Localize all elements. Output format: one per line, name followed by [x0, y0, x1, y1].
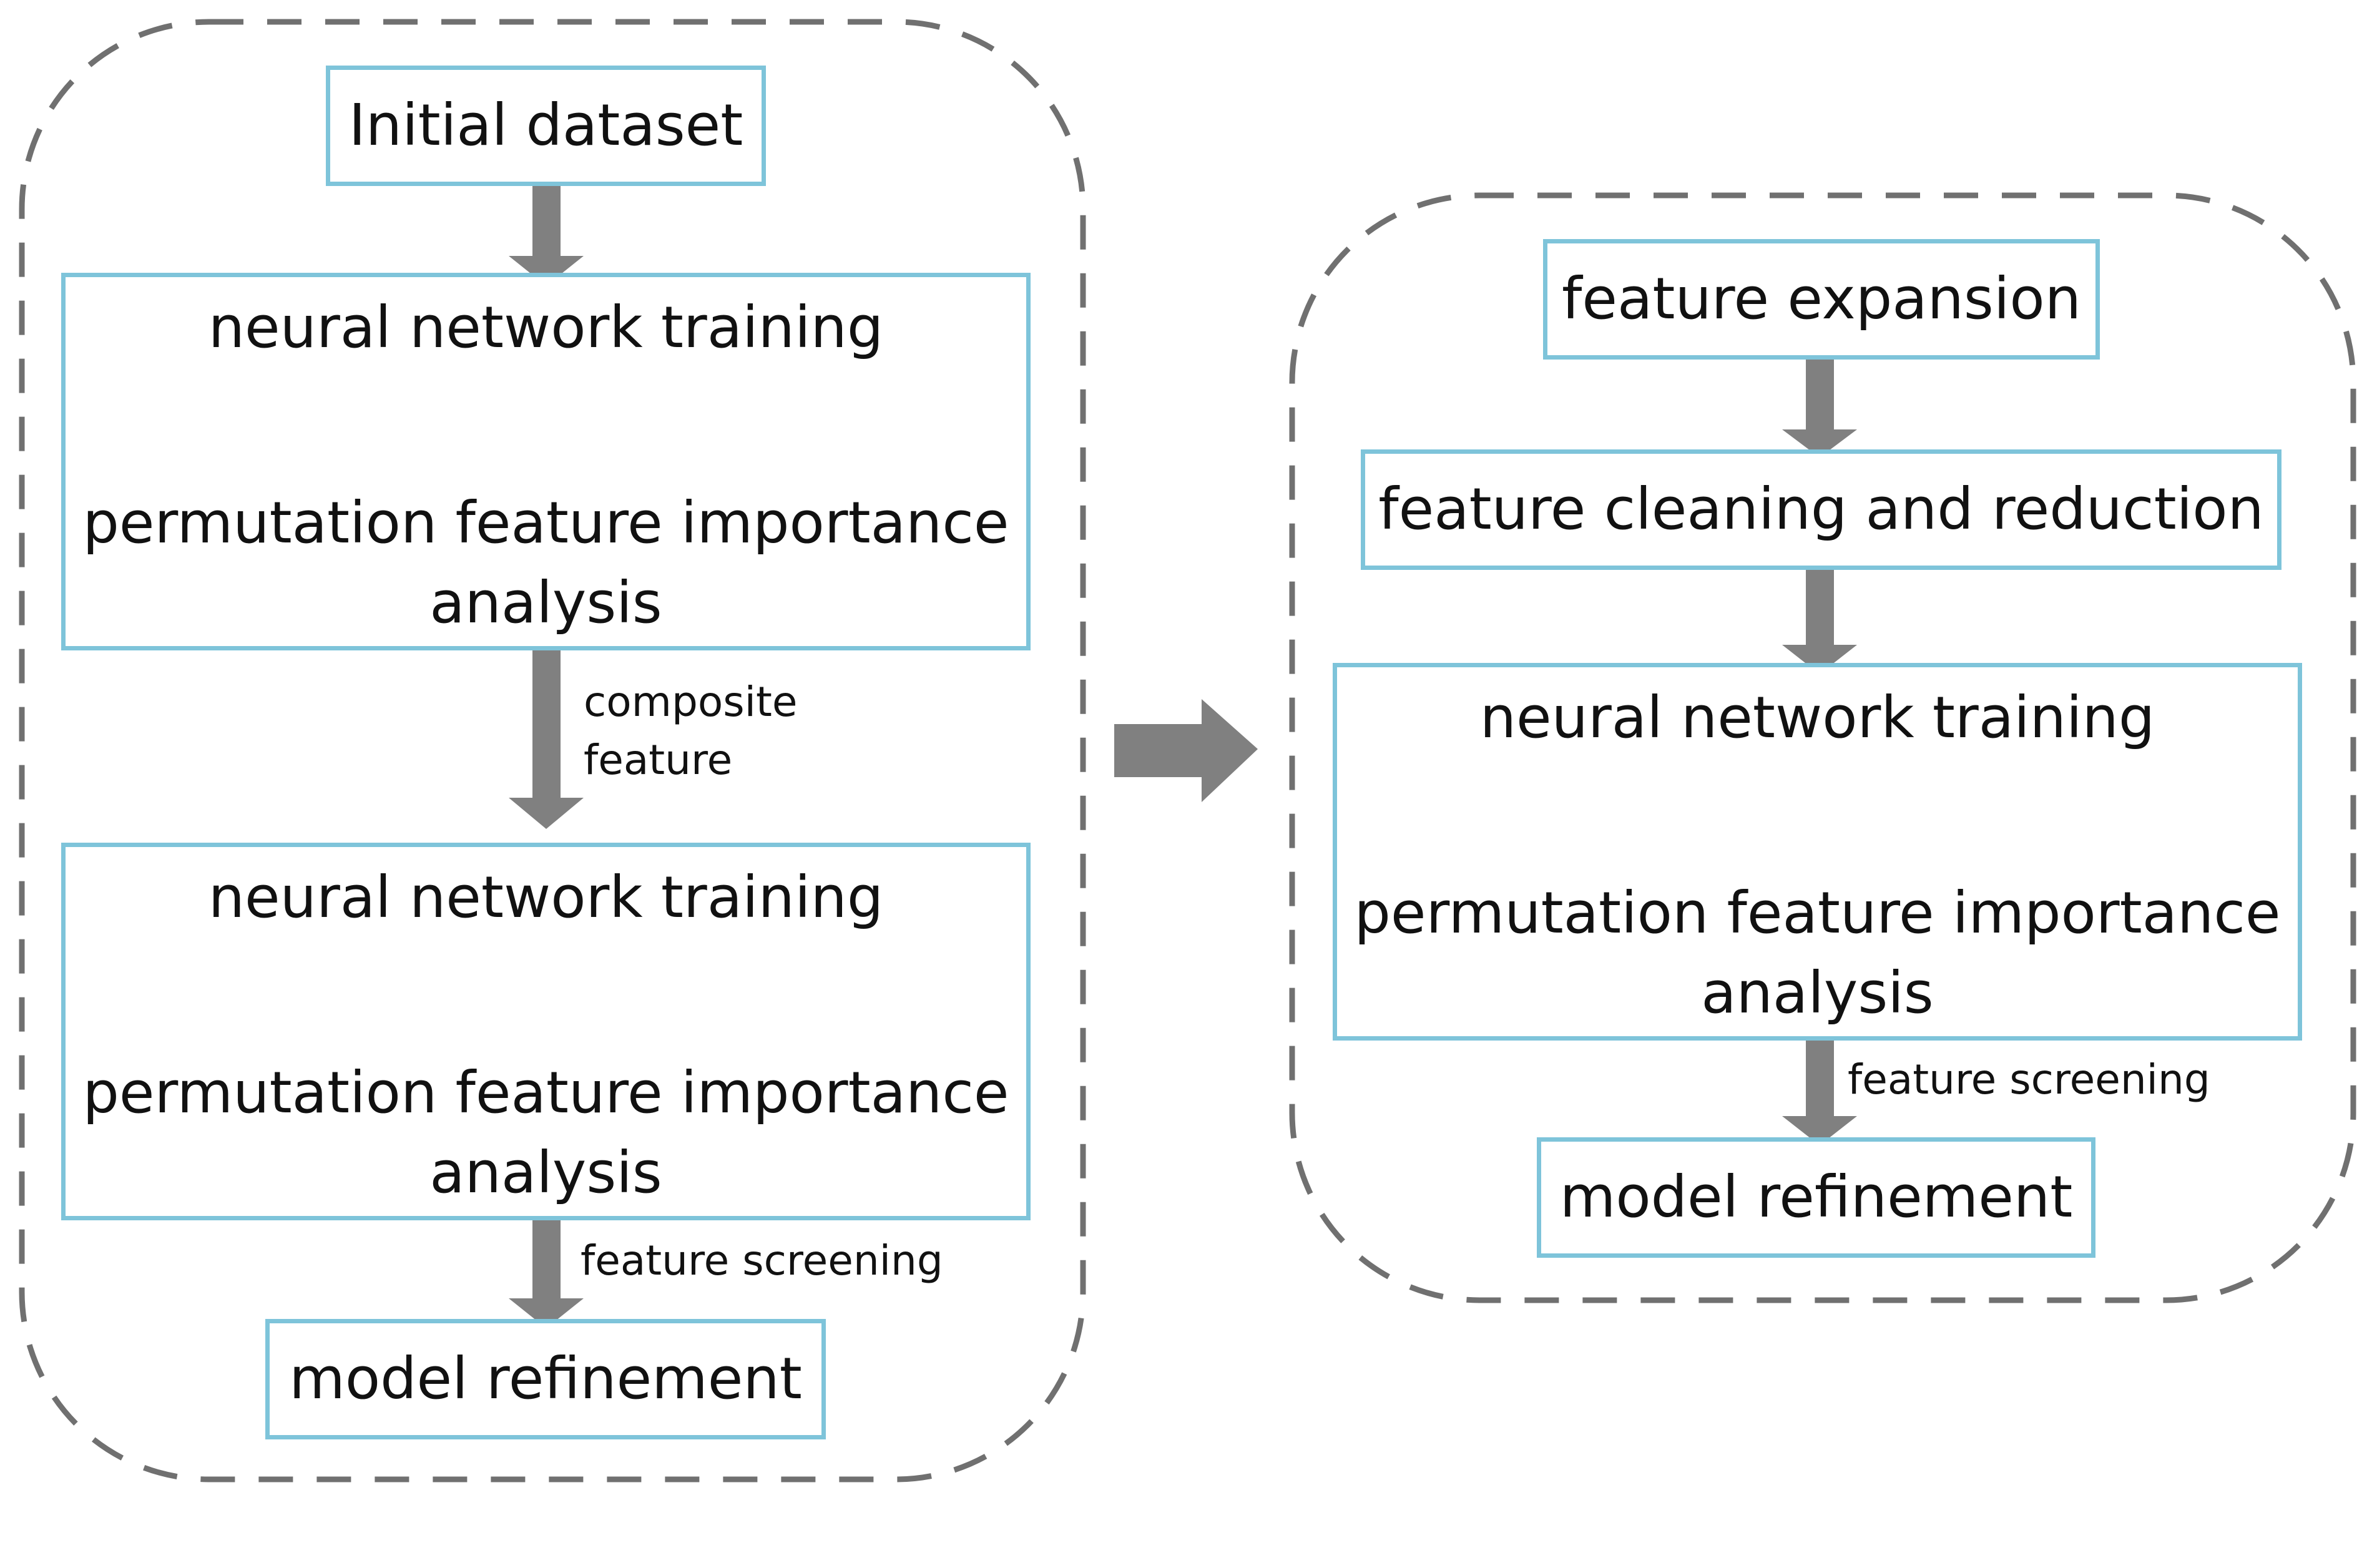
pfi-label-right: permutation feature importance analysis: [1354, 880, 2281, 1026]
feature-cleaning-label: feature cleaning and reduction: [1378, 476, 2264, 542]
feature-expansion-box: feature expansion: [1543, 239, 2100, 360]
training-label-right: neural network training: [1479, 684, 2155, 751]
arrow-feature-screening-right: [1782, 1034, 1857, 1145]
initial-dataset-label: Initial dataset: [348, 92, 743, 159]
feature-screening-note-right: feature screening: [1848, 1056, 2210, 1104]
right-panel-outline: [1289, 192, 2356, 1303]
training-pfi-box-right: neural network training permutation feat…: [1333, 663, 2302, 1041]
arrow-cleaning-to-training: [1782, 559, 1857, 674]
initial-dataset-box: Initial dataset: [326, 66, 766, 186]
model-refinement-box-right: model refinement: [1537, 1137, 2095, 1258]
transition-arrow: [1114, 699, 1258, 802]
arrow-expansion-to-cleaning: [1782, 342, 1857, 458]
arrow-feature-screening-left: [509, 1216, 584, 1328]
composite-feature-note-line1: composite: [584, 678, 798, 726]
feature-expansion-label: feature expansion: [1562, 265, 2081, 332]
model-refinement-box-left: model refinement: [265, 1319, 826, 1439]
model-refinement-label-right: model refinement: [1559, 1164, 2073, 1230]
arrow-dataset-to-training: [509, 174, 584, 286]
feature-screening-note-left: feature screening: [581, 1237, 943, 1285]
model-refinement-label-left: model refinement: [289, 1345, 802, 1412]
composite-feature-note-line2: feature: [584, 736, 733, 784]
left-panel-outline: [19, 19, 1086, 1482]
training-pfi-box-1: neural network training permutation feat…: [61, 273, 1031, 650]
pfi-label-2: permutation feature importance analysis: [82, 1059, 1009, 1206]
training-pfi-box-2: neural network training permutation feat…: [61, 843, 1031, 1220]
feature-cleaning-box: feature cleaning and reduction: [1361, 449, 2281, 570]
training-label-2: neural network training: [208, 864, 884, 931]
arrow-composite-feature: [509, 648, 584, 829]
training-label-1: neural network training: [208, 294, 884, 361]
pfi-label-1: permutation feature importance analysis: [82, 489, 1009, 636]
